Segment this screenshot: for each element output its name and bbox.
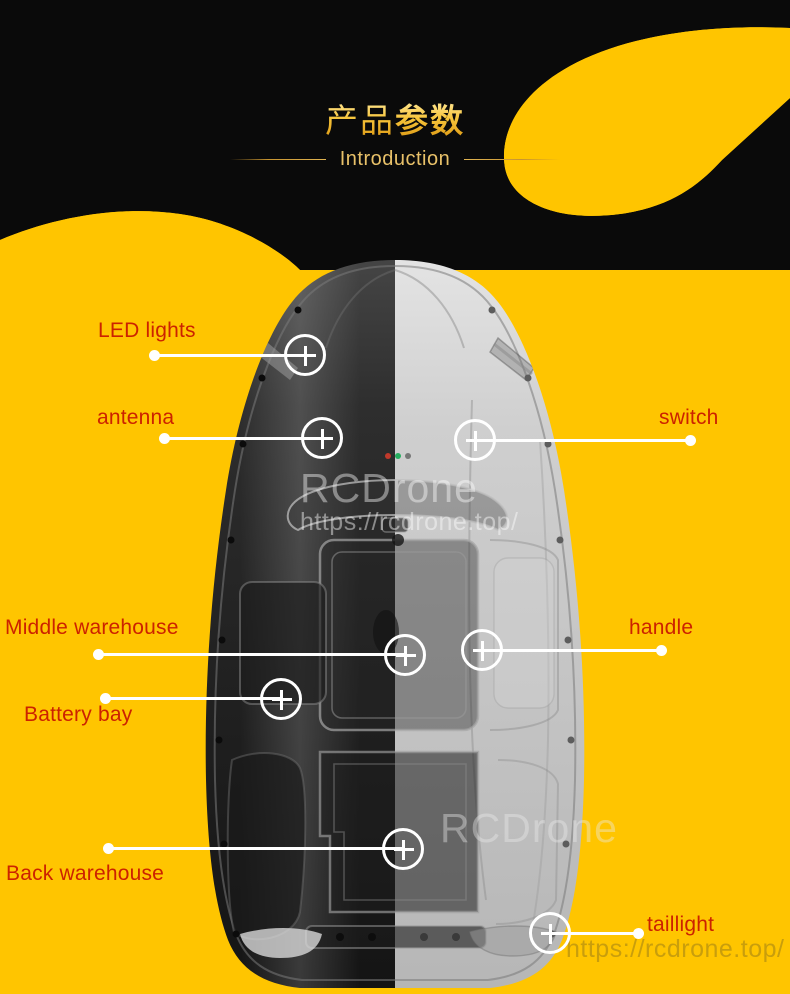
callout-line-led-lights: [154, 354, 306, 357]
callout-label-middle-warehouse: Middle warehouse: [5, 616, 179, 639]
callout-marker-antenna[interactable]: [301, 417, 343, 459]
callout-label-back-warehouse: Back warehouse: [6, 862, 165, 885]
callout-line-battery-bay: [105, 697, 283, 700]
callout-line-antenna: [164, 437, 323, 440]
callout-marker-switch[interactable]: [454, 419, 496, 461]
callout-dot-handle: [656, 645, 667, 656]
callout-line-back-warehouse: [108, 847, 404, 850]
callout-marker-taillight[interactable]: [529, 912, 571, 954]
callout-marker-battery-bay[interactable]: [260, 678, 302, 720]
callout-label-led-lights: LED lights: [98, 319, 196, 342]
callout-line-switch: [477, 439, 688, 442]
callout-marker-middle-warehouse[interactable]: [384, 634, 426, 676]
callout-label-switch: switch: [659, 406, 719, 429]
header-banner: [0, 0, 790, 270]
callout-line-middle-warehouse: [98, 653, 406, 656]
callout-dot-taillight: [633, 928, 644, 939]
callout-marker-back-warehouse[interactable]: [382, 828, 424, 870]
callout-line-handle: [484, 649, 659, 652]
callout-label-antenna: antenna: [97, 406, 175, 429]
callout-dot-switch: [685, 435, 696, 446]
callout-label-battery-bay: Battery bay: [24, 703, 133, 726]
callout-label-handle: handle: [629, 616, 694, 639]
callout-label-taillight: taillight: [647, 913, 715, 936]
callout-marker-handle[interactable]: [461, 629, 503, 671]
callout-marker-led-lights[interactable]: [284, 334, 326, 376]
callout-line-taillight: [552, 932, 638, 935]
